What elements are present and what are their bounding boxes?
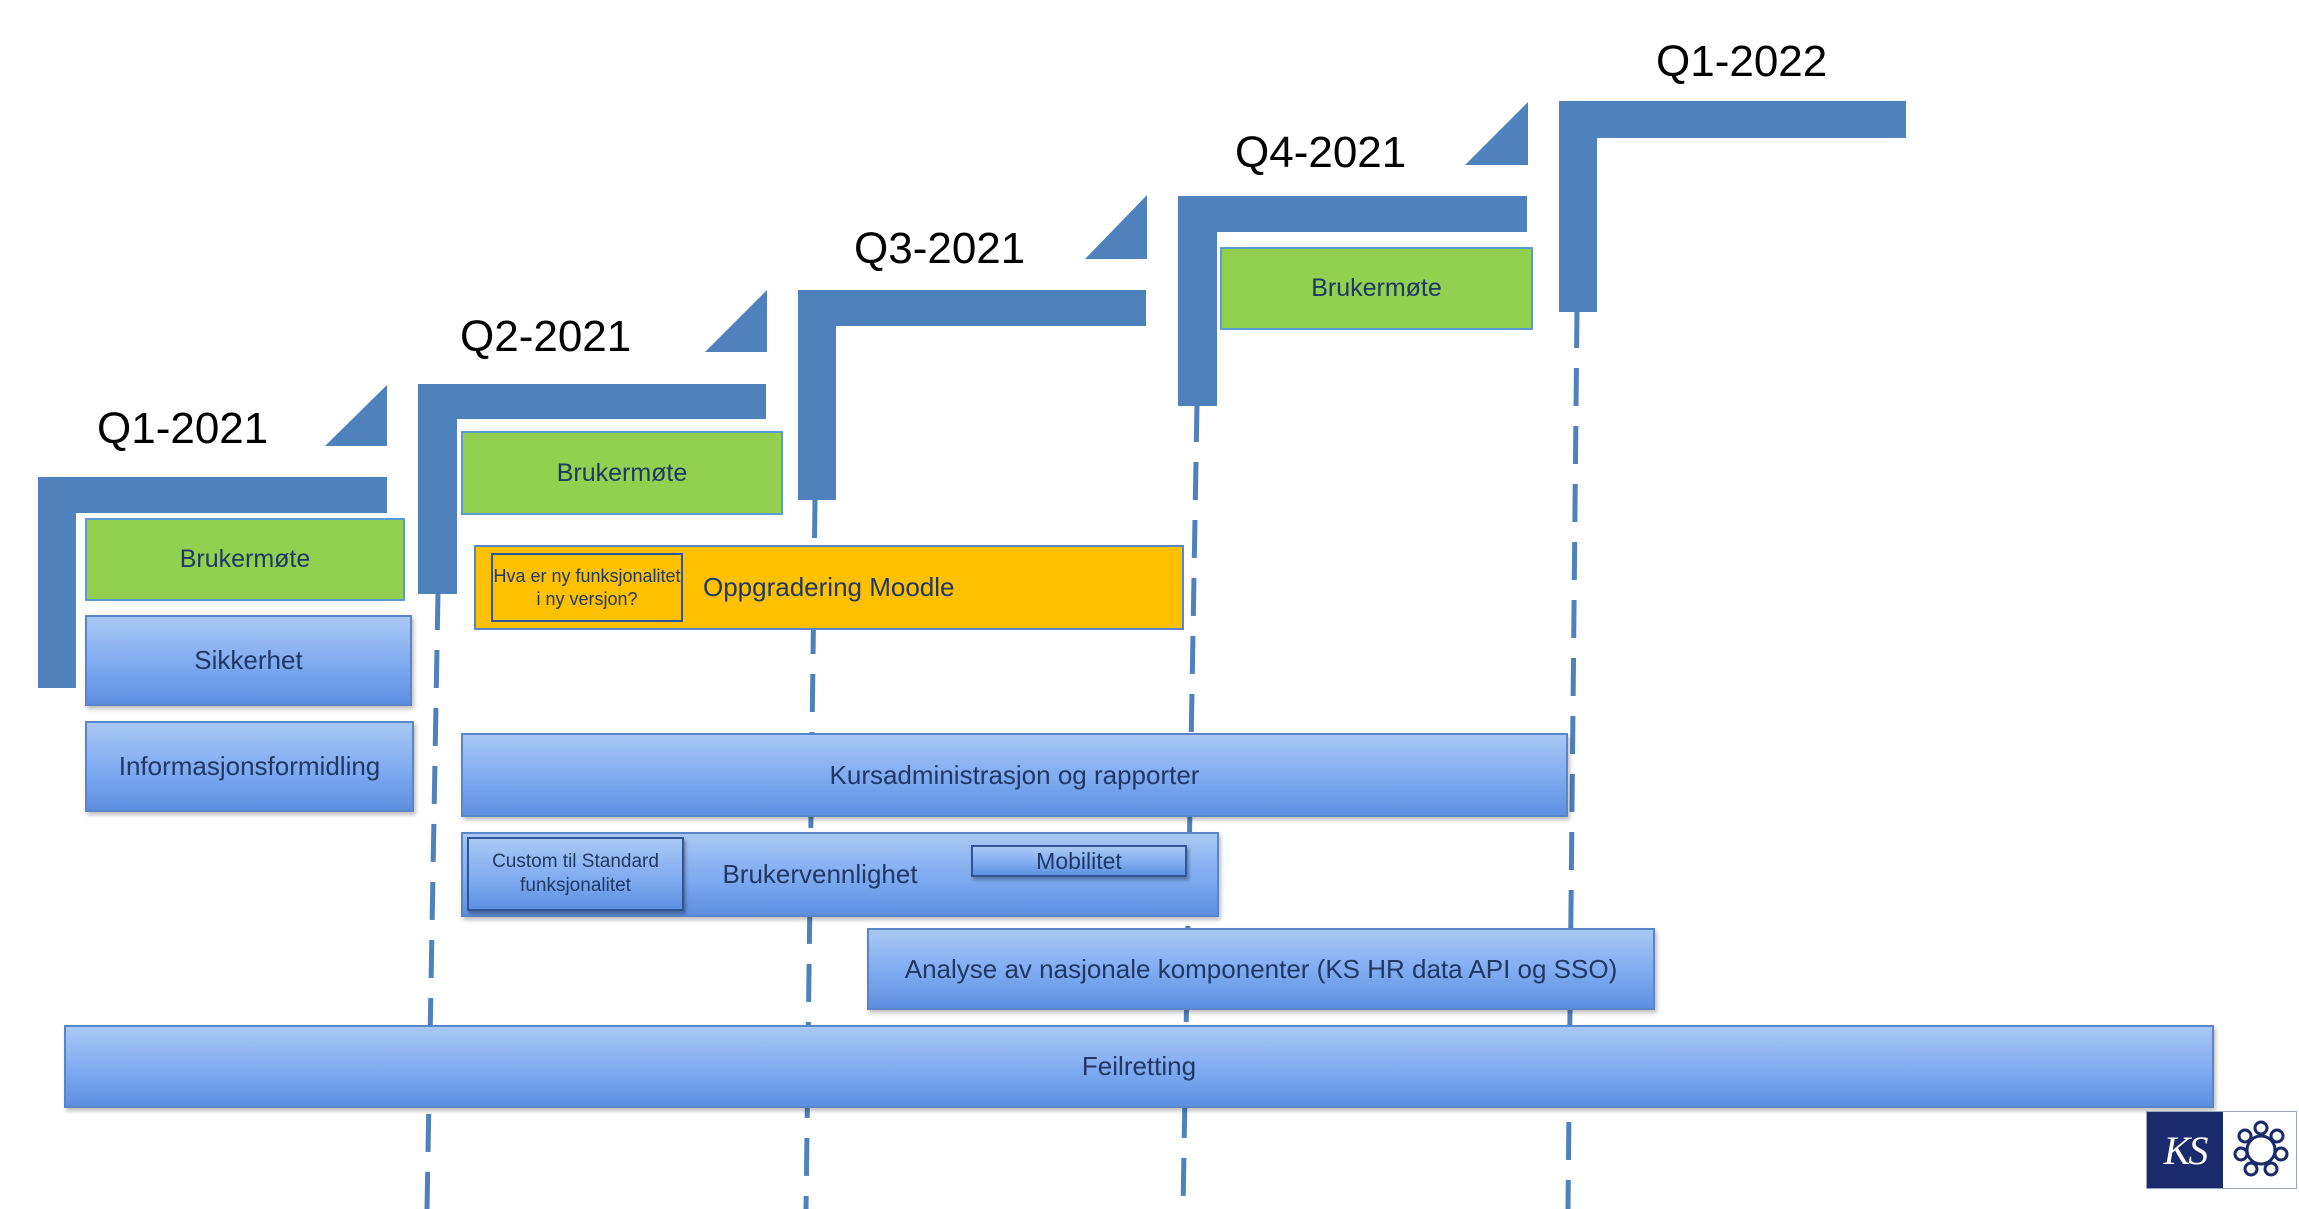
ks-logo: KS <box>2146 1111 2297 1189</box>
brukermote-q1-2021-box: Brukermøte <box>85 518 405 601</box>
quarter-label-q3-2021: Q3-2021 <box>854 224 1026 273</box>
dashed-line-q2-2021 <box>424 591 441 1209</box>
sikkerhet-box: Sikkerhet <box>85 615 412 706</box>
kursadministrasjon-box: Kursadministrasjon og rapporter <box>461 733 1568 817</box>
ks-logo-text: KS <box>2147 1112 2223 1188</box>
brukermote-q2-2021-box: Brukermøte <box>461 431 783 515</box>
quarter-label-q1-2022: Q1-2022 <box>1656 37 1828 86</box>
step-arrow-q4-2021 <box>1465 102 1528 165</box>
oppgradering-moodle-label: Oppgradering Moodle <box>703 572 955 602</box>
hva-er-ny-funksjonalitet-box: Hva er ny funksjonalitet i ny versjon? <box>491 553 683 622</box>
dashed-line-q1-2022 <box>1565 309 1580 1209</box>
step-q4-2021 <box>1178 196 1527 406</box>
step-q2-2021 <box>418 384 766 594</box>
analyse-box: Analyse av nasjonale komponenter (KS HR … <box>867 928 1655 1010</box>
ks-emblem-icon <box>2233 1120 2289 1177</box>
quarter-label-q4-2021: Q4-2021 <box>1235 128 1407 177</box>
step-shapes <box>38 101 1906 688</box>
informasjonsformidling-box: Informasjonsformidling <box>85 721 414 812</box>
brukervennlighet-label: Brukervennlighet <box>722 859 918 889</box>
step-q1-2021 <box>38 477 387 688</box>
step-arrow-q1-2021 <box>325 385 387 446</box>
step-arrow-q3-2021 <box>1085 195 1147 259</box>
feilretting-box: Feilretting <box>64 1025 2214 1108</box>
step-q1-2022 <box>1559 101 1906 312</box>
step-q3-2021 <box>798 290 1146 500</box>
quarter-label-q1-2021: Q1-2021 <box>97 404 269 453</box>
step-arrow-q2-2021 <box>705 290 767 352</box>
mobilitet-box: Mobilitet <box>971 845 1187 877</box>
brukermote-q4-2021-box: Brukermøte <box>1220 247 1533 330</box>
quarter-label-q2-2021: Q2-2021 <box>460 312 632 361</box>
custom-til-standard-box: Custom til Standard funksjonalitet <box>467 837 684 911</box>
